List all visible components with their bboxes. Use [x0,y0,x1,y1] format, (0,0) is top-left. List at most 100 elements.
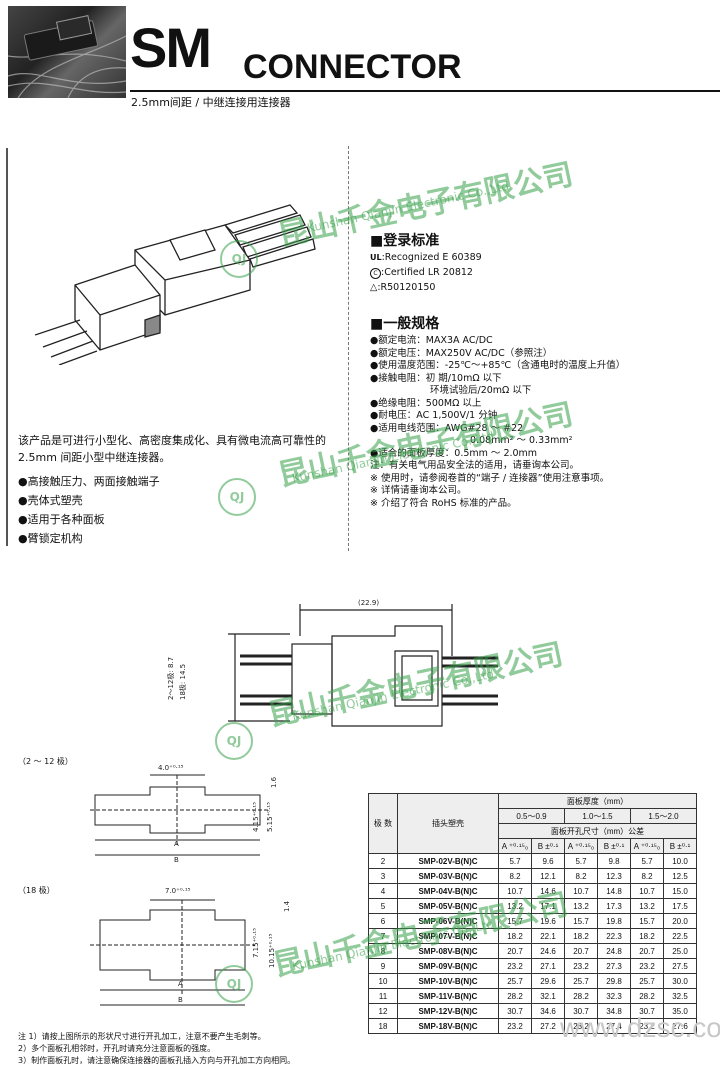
side-view-drawing [180,596,500,741]
label-18: （18 极） [18,886,55,895]
th-range: 0.5～0.9 [498,808,565,824]
notes: 注 1）请按上图所示的形状尺寸进行开孔加工，注意不要产生毛刺等。 2）多个面板孔… [18,1031,295,1067]
spec-line: 0.08mm² ～ 0.33mm² [470,435,573,446]
spec-list: ●额定电流：MAX3A AC/DC ●额定电压：MAX250V AC/DC（参照… [370,335,625,510]
cell-dim: 23.2 [498,1018,532,1034]
th-model: 插头塑壳 [397,793,499,854]
label-a-1: A [174,840,179,848]
spec-line: 环境试验后/20mΩ 以下 [430,385,532,396]
cell-dim: 17.3 [597,898,631,914]
cell-dim: 14.8 [597,883,631,899]
label-2-12: （2 ～ 12 极） [18,757,73,766]
feature-item: ●壳体式塑壳 [18,494,83,507]
cell-dim: 30.7 [498,1003,532,1019]
cell-dim: 30.0 [663,973,697,989]
cell-model: SMP-03V-B(N)C [397,868,499,884]
dim-side-2-12-a: 4.15⁺⁰·¹⁵ [252,802,260,832]
cell-dim: 20.7 [564,943,598,959]
registration-list: UL:Recognized E 60389 C:Certified LR 208… [370,252,482,297]
watermark-logo: QJ [220,240,258,278]
cell-dim: 23.2 [564,958,598,974]
cell-dim: 32.3 [597,988,631,1004]
intro-text: 该产品是可进行小型化、高密度集成化、具有微电流高可靠性的 2.5mm 间距小型中… [18,434,326,464]
cell-dim: 27.5 [663,958,697,974]
cell-poles: 18 [368,1018,398,1034]
cell-dim: 18.2 [564,928,598,944]
spec-line: ※ 使用时，请参阅卷首的“端子 / 连接器”使用注意事项。 [370,472,610,484]
registration-item: UL:Recognized E 60389 [370,252,482,263]
cell-dim: 10.0 [663,853,697,869]
cell-dim: 29.6 [531,973,565,989]
cell-dim: 15.7 [630,913,664,929]
cell-dim: 24.8 [597,943,631,959]
cutout-table: 极 数 插头塑壳 面板厚度（mm） 0.5～0.9 1.0～1.5 1.5～2.… [368,793,697,1034]
cell-dim: 20.7 [498,943,532,959]
spec-line: 注：有关电气用品安全法的适用，请垂询本公司。 [370,460,580,471]
triangle-icon: △ [370,282,378,293]
cell-model: SMP-18V-B(N)C [397,1018,499,1034]
specs-heading: ■一般规格 [370,316,440,332]
th-poles: 极 数 [368,793,398,854]
th-thickness: 面板厚度（mm） [498,793,697,809]
spec-line: ※ 详情请垂询本公司。 [370,485,467,496]
spec-line: ●接触电阻：初 期/10mΩ 以下 [370,372,502,384]
csa-icon: C [370,268,381,279]
feature-item: ●高接触压力、两面接触端子 [18,475,160,488]
cell-dim: 8.2 [564,868,598,884]
spec-line: ※ 介绍了符合 RoHS 标准的产品。 [370,497,517,509]
watermark-logo: QJ [215,722,253,760]
spec-line: ●额定电压：MAX250V AC/DC（参照注） [370,347,553,359]
cell-dim: 25.7 [630,973,664,989]
dim-side-18-c: 1.4 [283,900,291,912]
dim-side-18-a: 7.15⁺⁰·¹⁵ [252,928,260,958]
cell-dim: 13.2 [564,898,598,914]
spec-line: ●绝缘电阻：500MΩ 以上 [370,397,482,409]
label-b-2: B [178,996,183,1004]
cell-model: SMP-09V-B(N)C [397,958,499,974]
title-main: SM [130,16,212,79]
cell-dim: 28.2 [630,988,664,1004]
spec-line: ●耐电压：AC 1,500V/1 分钟 [370,410,498,421]
th-sub: B ±⁰·¹ [663,838,697,854]
feature-list: ●高接触压力、两面接触端子 ●壳体式塑壳 ●适用于各种面板 ●臂锁定机构 [18,472,160,548]
th-sub: A ⁺⁰·¹⁵₀ [498,838,532,854]
cell-dim: 12.3 [597,868,631,884]
cell-dim: 20.0 [663,913,697,929]
ul-icon: UL [370,253,382,262]
th-range: 1.5～2.0 [630,808,697,824]
left-rule [6,148,8,546]
cell-dim: 5.7 [564,853,598,869]
th-hole: 面板开孔尺寸（mm）公差 [498,823,697,839]
cell-dim: 17.5 [663,898,697,914]
cell-dim: 25.7 [564,973,598,989]
watermark-logo: QJ [215,965,253,1003]
cell-dim: 24.6 [531,943,565,959]
dim-top-2-12: 4.0⁺⁰·¹⁵ [158,764,184,772]
registration-item: C:Certified LR 20812 [370,267,482,282]
th-range: 1.0～1.5 [564,808,631,824]
note-line: 3）制作面板孔时，请注意确保连接器的面板孔插入方向与开孔加工方向相同。 [18,1056,296,1065]
th-sub: A ⁺⁰·¹⁵₀ [564,838,598,854]
cutout-2-12-drawing [90,765,280,870]
cell-dim: 32.1 [531,988,565,1004]
cell-dim: 9.6 [531,853,565,869]
cell-model: SMP-12V-B(N)C [397,1003,499,1019]
title-sub: CONNECTOR [243,48,462,86]
dim-width: (22.9) [358,599,380,607]
product-photo [8,6,126,98]
feature-item: ●适用于各种面板 [18,513,105,526]
registration-heading: ■登录标准 [370,233,440,249]
cell-dim: 29.8 [597,973,631,989]
note-line: 2）多个面板孔相邻时，开孔时请充分注意面板的强度。 [18,1044,216,1053]
spec-line: ●额定电流：MAX3A AC/DC [370,335,493,346]
th-sub: B ±⁰·¹ [531,838,565,854]
cell-dim: 13.2 [630,898,664,914]
cell-dim: 22.5 [663,928,697,944]
cell-dim: 20.7 [630,943,664,959]
